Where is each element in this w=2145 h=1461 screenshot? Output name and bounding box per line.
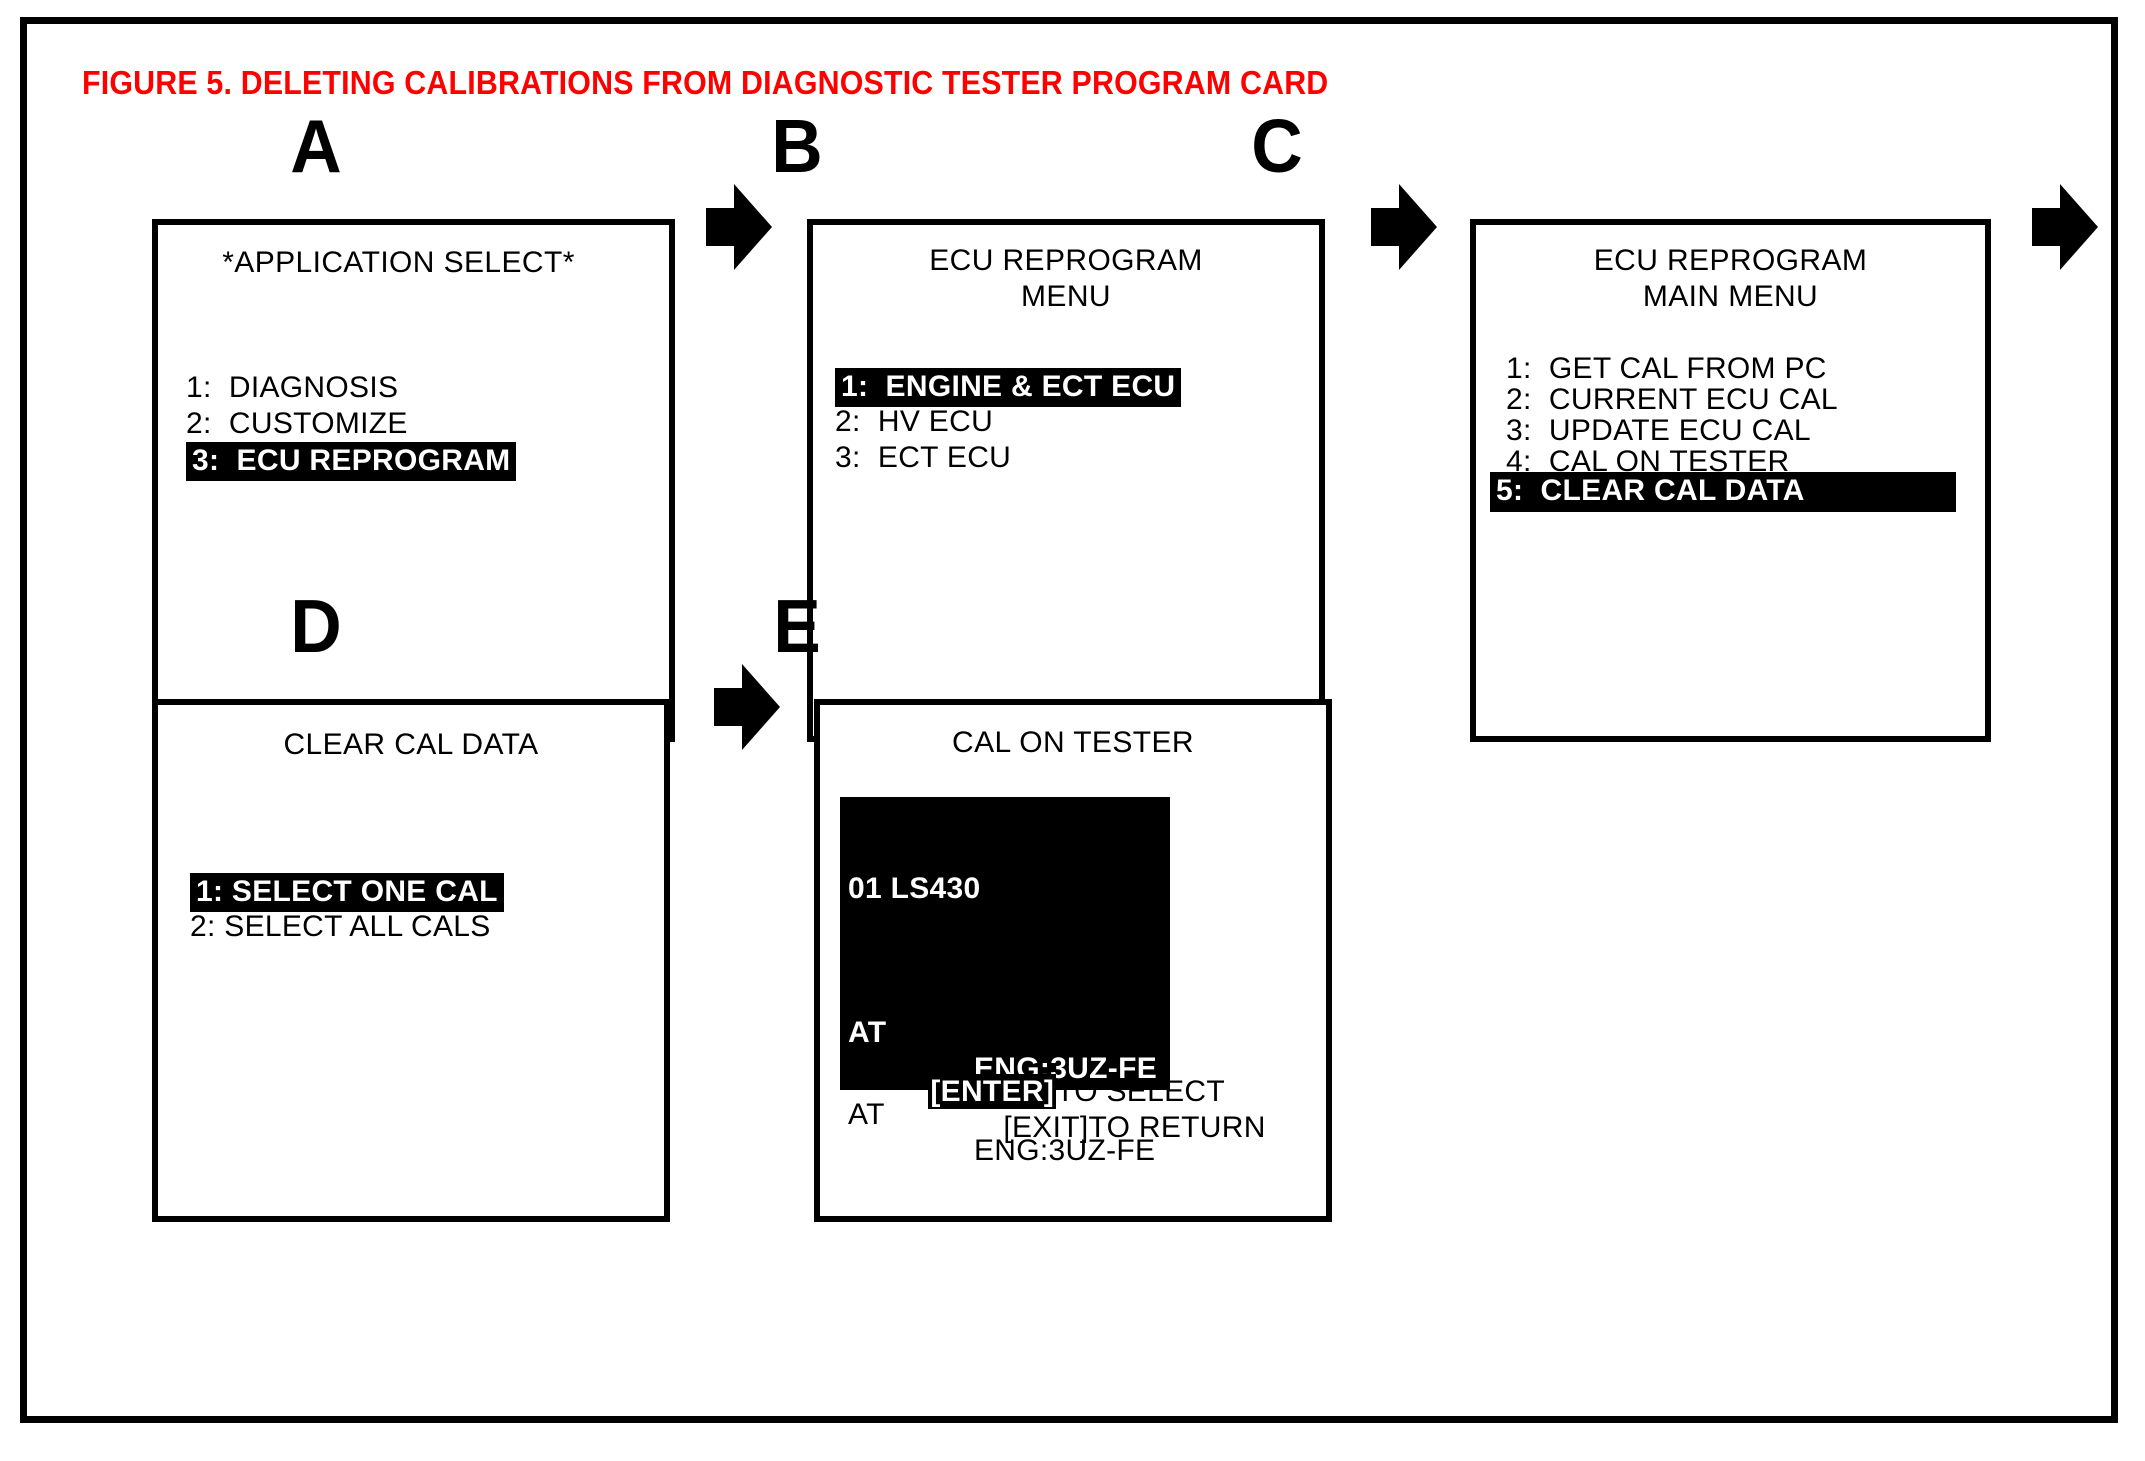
screen-panel-b: ECU REPROGRAM MENU 1: ENGINE & ECT ECU 2… (807, 219, 1325, 742)
panel-d-title: CLEAR CAL DATA (283, 728, 539, 761)
panel-e-entry-2-trans: AT (848, 1098, 885, 1131)
panel-e-exit-key[interactable]: [EXIT] (1003, 1111, 1089, 1144)
panel-c-item-3[interactable]: 3: UPDATE ECU CAL (1506, 414, 1811, 447)
panel-c-title-line2: MAIN MENU (1642, 280, 1819, 313)
panel-e-enter-key[interactable]: [ENTER] (928, 1074, 1057, 1109)
panel-d-item-1[interactable]: 1: SELECT ONE CAL (190, 873, 504, 912)
panel-d-item-2[interactable]: 2: SELECT ALL CALS (190, 910, 491, 943)
panel-e-entry-1[interactable]: 01 LS430 AT ENG:3UZ-FE (840, 797, 1170, 1090)
panel-e-entry-1-line1: 01 LS430 (848, 872, 981, 905)
panel-c-item-5[interactable]: 5: CLEAR CAL DATA (1490, 472, 1956, 512)
panel-a-item-2[interactable]: 2: CUSTOMIZE (186, 407, 408, 440)
screen-panel-a: *APPLICATION SELECT* 1: DIAGNOSIS 2: CUS… (152, 219, 675, 742)
panel-e-title: CAL ON TESTER (952, 726, 1194, 759)
panel-b-title-line2: MENU (1021, 280, 1111, 313)
arrow-right-icon-d-to-e (714, 664, 780, 750)
panel-b-item-1[interactable]: 1: ENGINE & ECT ECU (835, 368, 1182, 407)
figure-frame: FIGURE 5. DELETING CALIBRATIONS FROM DIA… (20, 17, 2118, 1423)
panel-letter-e: E (773, 584, 821, 668)
panel-letter-c: C (1251, 104, 1303, 188)
panel-a-item-1[interactable]: 1: DIAGNOSIS (186, 371, 399, 404)
panel-letter-a: A (290, 104, 342, 188)
arrow-right-icon-a-to-b (706, 184, 772, 270)
panel-e-entry-2-line1: 01 GS430 (848, 954, 986, 987)
panel-e-entry-1-trans: AT (848, 1016, 887, 1049)
panel-c-title-line1: ECU REPROGRAM (1593, 244, 1868, 277)
panel-e-exit-text: TO RETURN (1088, 1111, 1266, 1144)
arrow-right-icon-c-to-next (2032, 184, 2098, 270)
panel-letter-d: D (290, 584, 342, 668)
screen-panel-e: CAL ON TESTER 01 LS430 AT ENG:3UZ-FE 01 … (814, 699, 1332, 1222)
panel-b-title-line1: ECU REPROGRAM (929, 244, 1203, 277)
panel-e-entry-2[interactable]: 01 GS430 AT ENG:3UZ-FE (840, 881, 1170, 1169)
panel-a-title: *APPLICATION SELECT* (222, 246, 575, 279)
panel-b-item-3[interactable]: 3: ECT ECU (835, 441, 1012, 474)
panel-letter-b: B (771, 104, 823, 188)
panel-c-item-1[interactable]: 1: GET CAL FROM PC (1506, 352, 1827, 385)
panel-a-item-3[interactable]: 3: ECU REPROGRAM (186, 442, 517, 481)
figure-title: FIGURE 5. DELETING CALIBRATIONS FROM DIA… (82, 64, 1329, 101)
arrow-right-icon-b-to-c (1371, 184, 1437, 270)
panel-e-enter-text: TO SELECT (1056, 1075, 1225, 1108)
screen-panel-d: CLEAR CAL DATA 1: SELECT ONE CAL 2: SELE… (152, 699, 670, 1222)
screen-panel-c: ECU REPROGRAM MAIN MENU 1: GET CAL FROM … (1470, 219, 1991, 742)
panel-e-entry-2-engine: ENG:3UZ-FE (974, 1134, 1156, 1167)
panel-e-footer-exit: [EXIT]TO RETURN (917, 1074, 1266, 1182)
panel-b-item-2[interactable]: 2: HV ECU (835, 405, 994, 438)
panel-e-footer-enter: [ENTER]TO SELECT (842, 1038, 1225, 1146)
panel-c-item-2[interactable]: 2: CURRENT ECU CAL (1506, 383, 1838, 416)
